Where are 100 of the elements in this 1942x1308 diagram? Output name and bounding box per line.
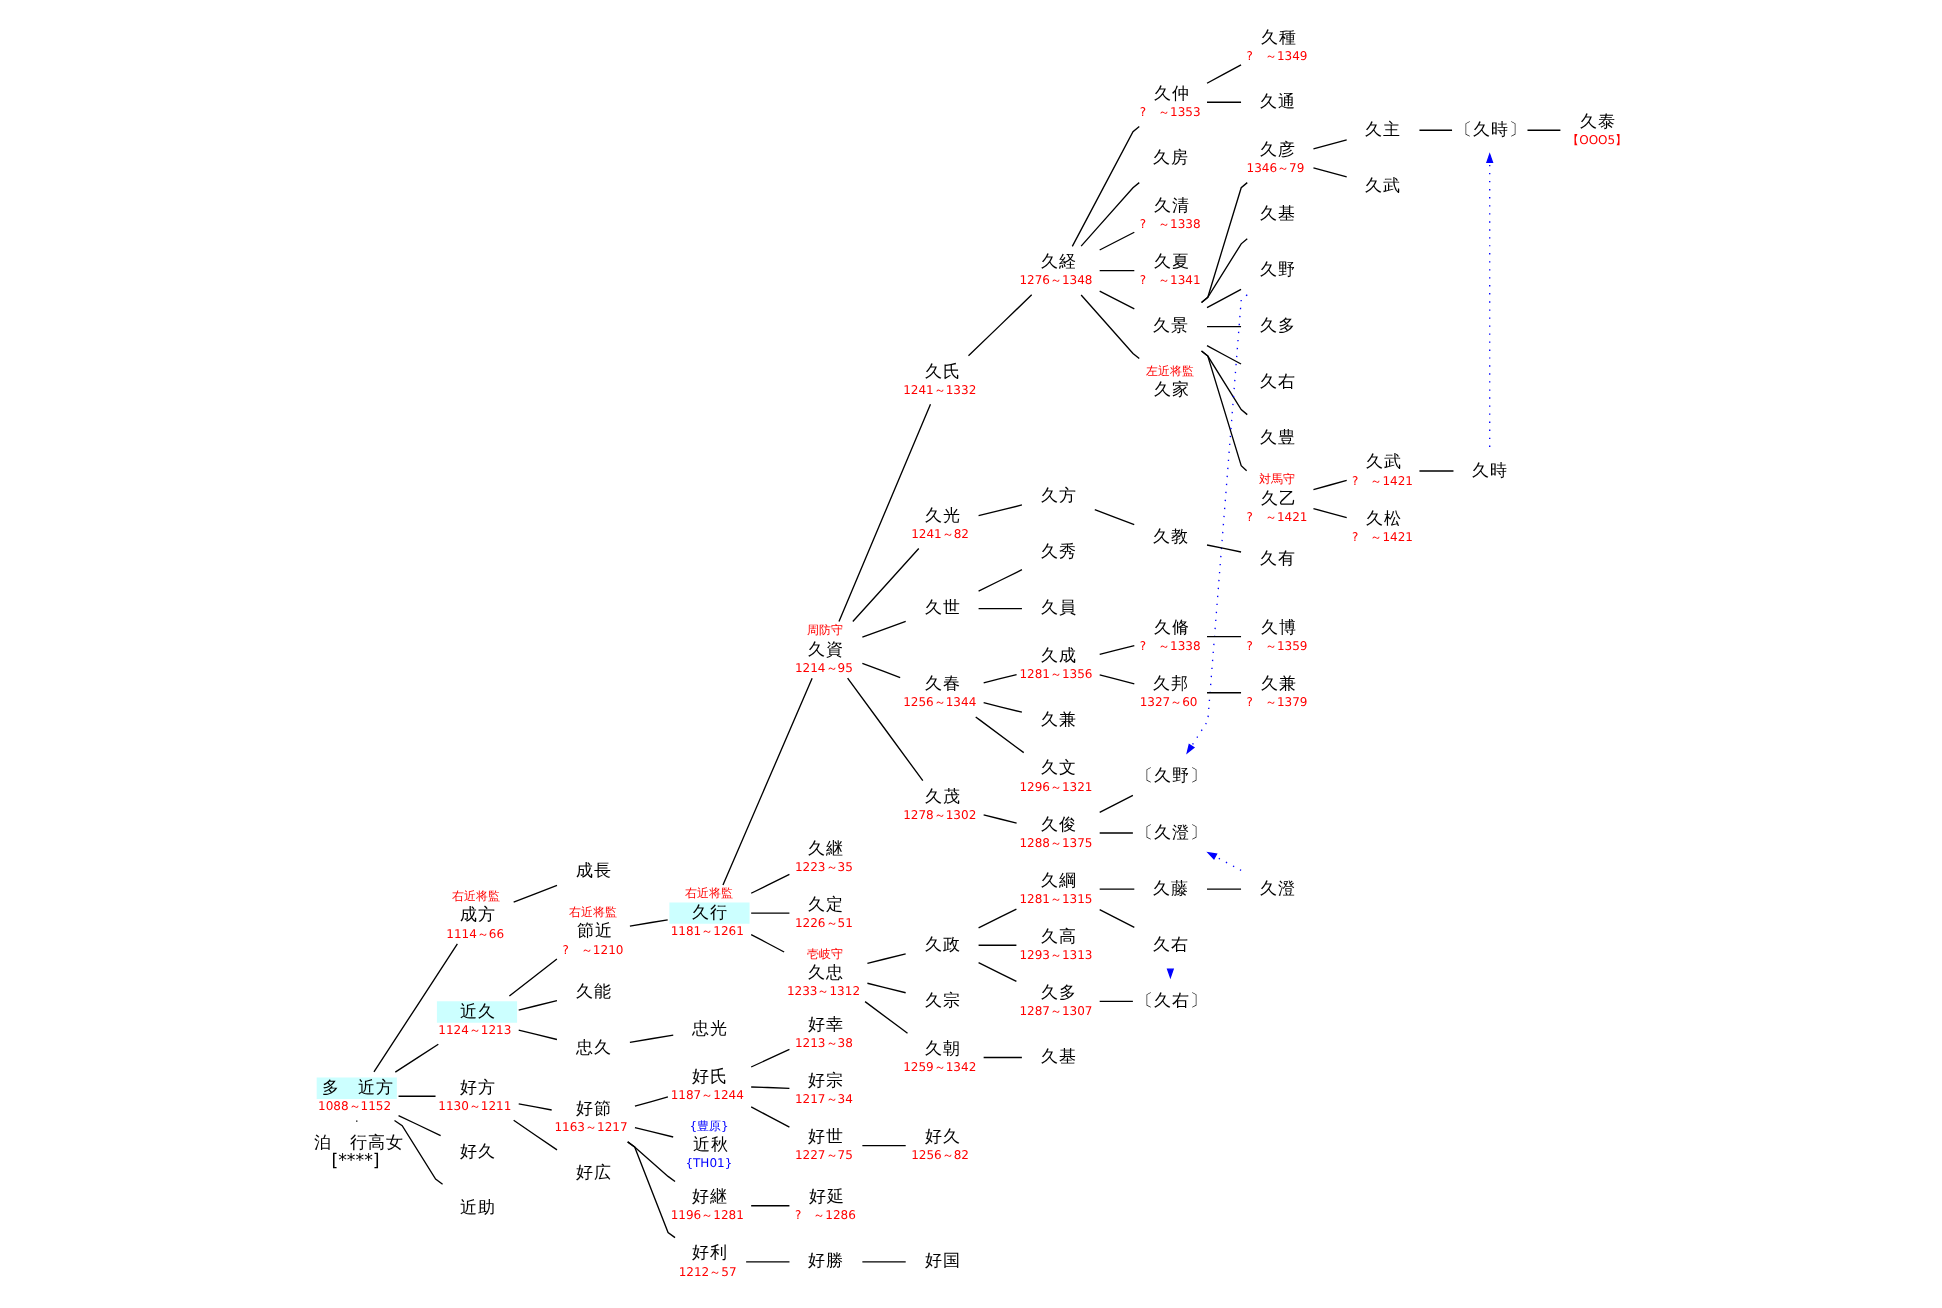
node-text: 久景 bbox=[1152, 317, 1189, 338]
connector bbox=[749, 933, 784, 953]
connector bbox=[1205, 635, 1241, 638]
connector bbox=[1199, 238, 1247, 304]
connector bbox=[1205, 288, 1241, 309]
arrow bbox=[1185, 294, 1247, 755]
node-text: 好宗 bbox=[807, 1072, 844, 1093]
node-text: 久資 bbox=[807, 640, 844, 661]
node-text: 久通 bbox=[1258, 92, 1295, 113]
connector bbox=[372, 943, 458, 1073]
connector bbox=[626, 1141, 675, 1239]
connector bbox=[749, 873, 790, 894]
node-text: 成方 bbox=[458, 906, 495, 927]
node-text: 好勝 bbox=[807, 1252, 844, 1273]
connector bbox=[1199, 181, 1247, 304]
connector bbox=[1098, 644, 1134, 656]
connector bbox=[863, 1001, 908, 1034]
node-text: 好氏 bbox=[691, 1068, 728, 1089]
connector bbox=[633, 1126, 673, 1138]
connector bbox=[851, 547, 919, 623]
node-text: 久彦 bbox=[1258, 140, 1295, 161]
node-text: 久光 bbox=[923, 506, 960, 527]
node-text: 久政 bbox=[923, 935, 960, 956]
node-text: 〔久時〕 bbox=[1453, 120, 1526, 141]
connector bbox=[1098, 794, 1133, 814]
node-text: 久兼 bbox=[1259, 675, 1296, 696]
connector bbox=[1417, 129, 1452, 131]
node-text: 久主 bbox=[1364, 120, 1401, 141]
node-text: 好利 bbox=[691, 1244, 728, 1265]
connector bbox=[981, 673, 1017, 684]
node-text: 久澄 bbox=[1258, 879, 1295, 900]
connector bbox=[981, 702, 1022, 713]
connector bbox=[1417, 470, 1454, 472]
connector bbox=[1525, 129, 1561, 131]
node-text: 〔久右〕 bbox=[1134, 991, 1207, 1012]
connector bbox=[837, 403, 931, 623]
connector bbox=[1311, 507, 1347, 519]
connector bbox=[974, 716, 1024, 754]
connector bbox=[865, 982, 906, 994]
connector bbox=[749, 1086, 790, 1089]
connector bbox=[860, 620, 906, 638]
connector bbox=[744, 1261, 790, 1263]
node-text: 忠久 bbox=[574, 1038, 611, 1059]
node-text: 好幸 bbox=[807, 1015, 844, 1036]
arrow bbox=[1205, 851, 1241, 872]
connector bbox=[1098, 674, 1134, 685]
connector bbox=[1205, 888, 1241, 890]
node-text: 久員 bbox=[1039, 599, 1076, 620]
node-text: 好久 bbox=[458, 1142, 495, 1163]
node-box: 久行 bbox=[668, 902, 749, 924]
node-text: 好久 bbox=[923, 1128, 960, 1149]
connector bbox=[396, 1095, 436, 1097]
connector bbox=[393, 1043, 438, 1073]
node-text: 近秋 bbox=[691, 1136, 728, 1157]
node-text: 好延 bbox=[808, 1188, 845, 1209]
node-text: 久定 bbox=[807, 895, 844, 916]
node-text: 久豊 bbox=[1258, 429, 1295, 450]
node-box: 近久 bbox=[435, 1001, 517, 1023]
connector bbox=[1205, 692, 1241, 694]
connector bbox=[396, 1114, 441, 1137]
node-text: 久夏 bbox=[1152, 253, 1189, 274]
connector bbox=[976, 504, 1022, 517]
node-text: 久経 bbox=[1039, 253, 1076, 274]
connector bbox=[981, 814, 1017, 824]
connector bbox=[633, 1096, 668, 1107]
node-text: 久春 bbox=[923, 675, 960, 696]
node-text: 泊 行高女 [****] bbox=[313, 1133, 404, 1173]
node-text: 久秀 bbox=[1039, 543, 1076, 564]
node-text: 久氏 bbox=[923, 362, 960, 383]
arrow bbox=[1484, 152, 1493, 448]
connector bbox=[845, 677, 923, 782]
node-text: 久家 bbox=[1152, 381, 1189, 402]
node-text: 久世 bbox=[923, 599, 960, 620]
connector bbox=[1098, 832, 1133, 834]
node-text: 好方 bbox=[458, 1078, 495, 1099]
node-text: 久基 bbox=[1258, 205, 1295, 225]
node-text: 久仲 bbox=[1152, 84, 1189, 105]
node-text: 久方 bbox=[1039, 486, 1076, 507]
connector bbox=[1205, 345, 1241, 365]
node-text: 久武 bbox=[1364, 176, 1401, 197]
connector bbox=[860, 1145, 906, 1147]
node-text: 久野 bbox=[1258, 261, 1295, 282]
node-text: 久右 bbox=[1152, 935, 1189, 956]
node-text: 久多 bbox=[1039, 983, 1076, 1004]
connector bbox=[517, 1103, 552, 1111]
connector bbox=[1098, 231, 1134, 251]
connector bbox=[976, 569, 1022, 592]
connector bbox=[512, 1119, 557, 1151]
node-text: 久忠 bbox=[807, 963, 844, 984]
node-text: 久朝 bbox=[923, 1040, 960, 1060]
connector bbox=[1098, 1000, 1133, 1003]
node-text: 久邦 bbox=[1152, 675, 1189, 696]
connector bbox=[517, 999, 557, 1011]
node-text: 好継 bbox=[691, 1188, 728, 1209]
connector bbox=[966, 294, 1032, 357]
connector bbox=[507, 958, 557, 997]
connector bbox=[628, 919, 668, 927]
connector bbox=[976, 908, 1017, 929]
node-text: 好節 bbox=[574, 1100, 611, 1121]
connector bbox=[1079, 181, 1139, 247]
